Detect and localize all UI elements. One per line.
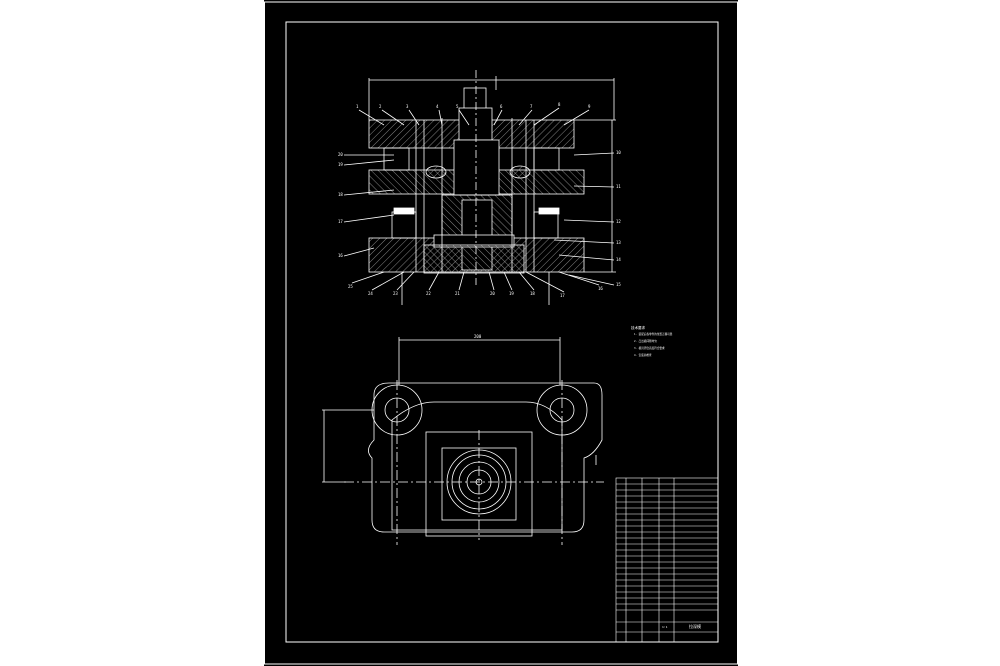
callout-label: 21 [455, 291, 460, 296]
callout-label: 20 [338, 152, 343, 157]
tech-req-line: 2. 凸凹模间隙均匀 [634, 339, 657, 343]
section-view [343, 70, 616, 305]
callout-label: 13 [616, 240, 621, 245]
callout-label: 22 [426, 291, 431, 296]
callout-label: 10 [616, 150, 621, 155]
callout-label: 17 [338, 219, 343, 224]
callout-label: 24 [368, 291, 373, 296]
callout-label: 7 [530, 104, 533, 109]
callout-label: 16 [338, 253, 343, 258]
callout-label: 20 [490, 291, 495, 296]
callout-label: 23 [393, 291, 398, 296]
callout-label: 3 [406, 104, 409, 109]
section-callouts: 1 2 3 4 5 6 7 8 9 20 19 18 17 16 10 11 1… [338, 102, 621, 298]
callout-label: 16 [598, 286, 603, 291]
callout-label: 4 [436, 104, 439, 109]
callout-label: 14 [616, 257, 621, 262]
parts-list [615, 477, 719, 643]
inner-frame [285, 21, 719, 643]
tech-req-line: 3. 模具闭合高度符合要求 [634, 346, 665, 350]
callout-label: 25 [348, 284, 353, 289]
callout-label: 8 [558, 102, 561, 107]
callout-label: 11 [616, 184, 621, 189]
callout-label: 15 [616, 282, 621, 287]
callout-label: 19 [338, 162, 343, 167]
tech-req-line: 4. 安装前检查 [634, 353, 652, 357]
plan-dimension-label: 200 [474, 334, 482, 339]
title-block-name: 拉深模 [689, 623, 701, 629]
callout-label: 5 [456, 104, 459, 109]
callout-label: 2 [379, 104, 382, 109]
plan-view [322, 337, 604, 545]
tech-req-line: 1. 装配后各零件的位置正确可靠 [634, 332, 673, 336]
outer-border [264, 1, 738, 665]
callout-label: 18 [338, 192, 343, 197]
callout-label: 19 [509, 291, 514, 296]
callout-label: 18 [530, 291, 535, 296]
callout-label: 6 [500, 104, 503, 109]
drawing-sheet: 1 2 3 4 5 6 7 8 9 20 19 18 17 16 10 11 1… [264, 0, 738, 666]
technical-requirements: 技术要求 1. 装配后各零件的位置正确可靠 2. 凸凹模间隙均匀 3. 模具闭合… [631, 325, 673, 357]
callout-label: 1 [356, 104, 359, 109]
tech-req-line: 技术要求 [631, 325, 645, 330]
callout-label: 17 [560, 293, 565, 298]
callout-label: 9 [588, 104, 591, 109]
cad-drawing: 1 2 3 4 5 6 7 8 9 20 19 18 17 16 10 11 1… [264, 1, 738, 665]
title-block-scale: 1:1 [662, 625, 668, 629]
callout-label: 12 [616, 219, 621, 224]
